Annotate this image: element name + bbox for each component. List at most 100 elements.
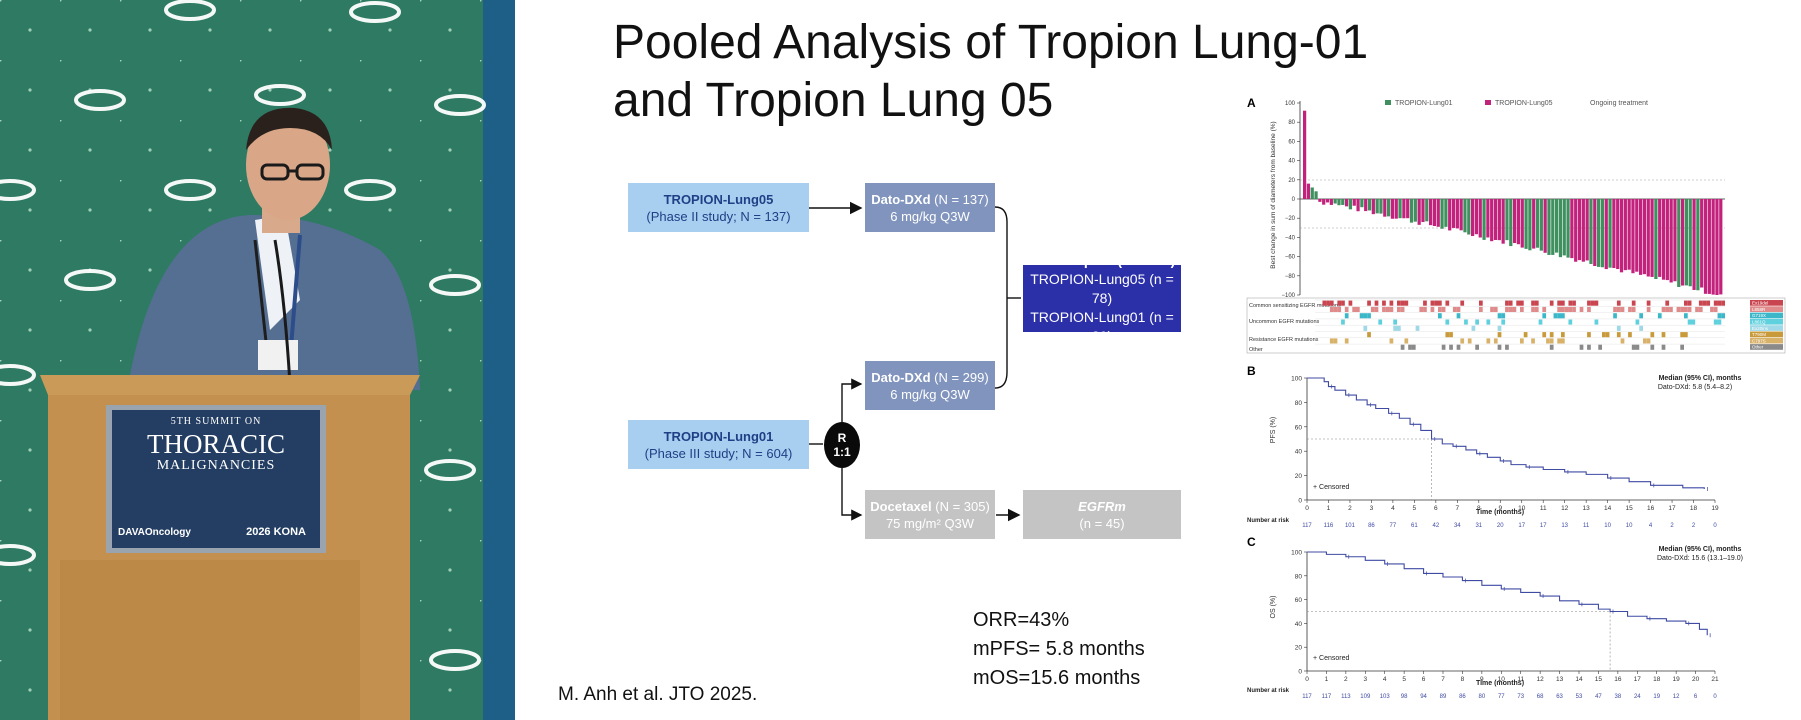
- a-ytick-label: −100: [1281, 293, 1295, 299]
- mut-cell: [1501, 319, 1506, 325]
- mut-cell: [1561, 332, 1565, 338]
- waterfall-bar: [1642, 199, 1647, 275]
- waterfall-bar: [1711, 199, 1715, 295]
- mut-cell: [1665, 300, 1670, 306]
- km-xtick-label: 3: [1370, 505, 1374, 512]
- a-ytick-label: 80: [1288, 120, 1295, 126]
- waterfall-bar: [1516, 199, 1521, 245]
- mut-cell: [1382, 300, 1386, 306]
- mut-cell: [1415, 325, 1420, 331]
- mut-cell: [1445, 300, 1450, 306]
- km-risk-count: 103: [1380, 694, 1391, 700]
- km-risk-count: 86: [1459, 694, 1466, 700]
- km-risk-count: 17: [1518, 523, 1525, 529]
- mut-cell: [1635, 319, 1640, 325]
- km-risk-count: 101: [1345, 523, 1356, 529]
- mut-cell: [1687, 319, 1692, 325]
- mut-cell: [1456, 306, 1461, 312]
- waterfall-bar: [1306, 183, 1311, 199]
- mut-cell: [1497, 344, 1502, 350]
- dato2-title: Dato-DXd: [871, 369, 931, 385]
- waterfall-bar: [1562, 199, 1566, 256]
- waterfall-bar: [1387, 199, 1391, 217]
- mut-cell: [1449, 332, 1453, 338]
- mut-cell: [1561, 338, 1565, 344]
- mut-cell: [1367, 313, 1371, 319]
- waterfall-bar: [1341, 199, 1345, 205]
- km-risk-count: 117: [1322, 694, 1332, 700]
- waterfall-bar: [1639, 199, 1643, 275]
- waterfall-bar: [1600, 199, 1605, 268]
- docetaxel-box: Docetaxel (N = 305) 75 mg/m² Q3W: [865, 490, 995, 539]
- waterfall-bar: [1558, 199, 1563, 258]
- mut-cell: [1404, 300, 1409, 306]
- mut-cell: [1549, 332, 1554, 338]
- waterfall-bar: [1543, 199, 1547, 253]
- mut-cell: [1549, 300, 1554, 306]
- waterfall-bar: [1383, 199, 1387, 217]
- mut-cell: [1616, 306, 1621, 312]
- mut-cell: [1568, 319, 1573, 325]
- mut-cell: [1710, 306, 1714, 312]
- mut-cell: [1631, 344, 1636, 350]
- km-risk-count: 77: [1390, 523, 1397, 529]
- mut-cell: [1661, 306, 1666, 312]
- mut-cell: [1587, 332, 1591, 338]
- mut-tag-swatch: [1750, 344, 1783, 350]
- km-risk-count: 4: [1649, 523, 1653, 529]
- mut-cell: [1408, 344, 1412, 350]
- mut-cell: [1639, 313, 1643, 319]
- mut-cell: [1661, 344, 1666, 350]
- km-risk-count: 17: [1540, 523, 1547, 529]
- waterfall-bar: [1379, 199, 1383, 214]
- km-xtick-label: 1: [1327, 505, 1331, 512]
- mut-cell: [1497, 325, 1502, 331]
- km-risk-count: 117: [1302, 694, 1312, 700]
- km-risk-count: 12: [1673, 694, 1680, 700]
- waterfall-bar: [1444, 199, 1448, 227]
- mut-cell: [1639, 325, 1643, 331]
- km-risk-count: 63: [1556, 694, 1563, 700]
- km-risk-count: 38: [1615, 694, 1622, 700]
- mut-cell: [1505, 300, 1509, 306]
- km-xtick-label: 18: [1690, 505, 1698, 512]
- mut-cell: [1337, 300, 1342, 306]
- km-risk-count: 86: [1368, 523, 1375, 529]
- waterfall-bar: [1631, 199, 1635, 274]
- mut-cell: [1471, 325, 1476, 331]
- slide: Pooled Analysis of Tropion Lung-01 and T…: [515, 0, 1801, 720]
- a-ytick-label: 60: [1288, 139, 1295, 145]
- waterfall-bar: [1417, 199, 1421, 225]
- mut-cell: [1505, 344, 1509, 350]
- mut-cell: [1400, 344, 1405, 350]
- mut-tag-swatch: [1750, 318, 1783, 325]
- mut-cell: [1646, 306, 1651, 312]
- mut-cell: [1713, 306, 1718, 312]
- mut-tag-label: G719X: [1752, 313, 1766, 318]
- km-risk-count: 116: [1324, 523, 1334, 529]
- dava-logo: DAVAOncology: [118, 527, 191, 538]
- waterfall-bar: [1597, 199, 1601, 267]
- waterfall-bar: [1459, 199, 1463, 231]
- mut-cell: [1508, 306, 1513, 312]
- mut-cell: [1646, 338, 1651, 344]
- km-risk-count: 73: [1517, 694, 1524, 700]
- mut-cell: [1411, 344, 1416, 350]
- km-risk-count: 0: [1713, 523, 1717, 529]
- km-ytick-label: 40: [1295, 449, 1303, 456]
- mut-cell: [1333, 338, 1338, 344]
- km-risk-count: 2: [1692, 523, 1696, 529]
- km-risk-count: 13: [1561, 523, 1568, 529]
- mut-cell: [1393, 319, 1397, 325]
- waterfall-bar: [1303, 110, 1307, 199]
- km-risk-count: 34: [1454, 523, 1461, 529]
- mut-cell: [1531, 338, 1535, 344]
- rand-ratio: 1:1: [833, 445, 851, 459]
- mut-cell: [1657, 313, 1662, 319]
- mut-cell: [1449, 344, 1453, 350]
- waterfall-bar: [1673, 199, 1677, 282]
- waterfall-bar: [1505, 199, 1509, 241]
- mut-cell: [1698, 300, 1703, 306]
- waterfall-bar: [1455, 199, 1459, 229]
- waterfall-bar: [1509, 199, 1513, 247]
